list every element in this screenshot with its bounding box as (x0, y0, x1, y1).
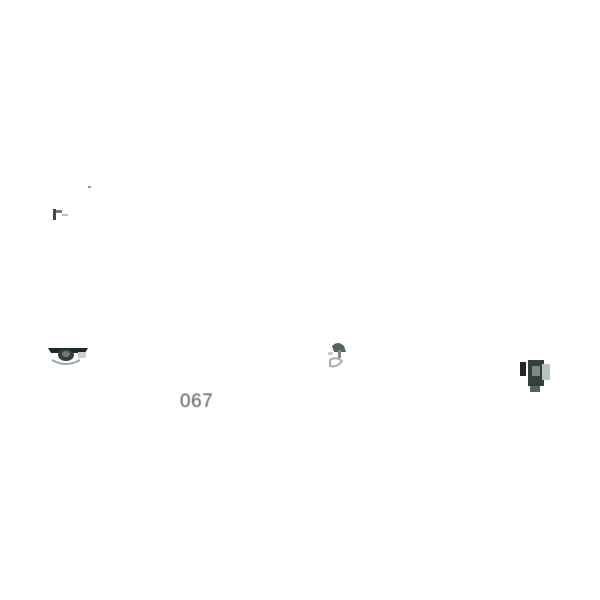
block-fragment-icon (520, 360, 550, 392)
smudge-fragment-icon (328, 343, 346, 368)
number-label: 067 (180, 391, 214, 412)
eye-fragment-icon (48, 348, 88, 365)
speck-fragment-icon (88, 186, 91, 188)
small-fragment-icon (53, 209, 68, 220)
